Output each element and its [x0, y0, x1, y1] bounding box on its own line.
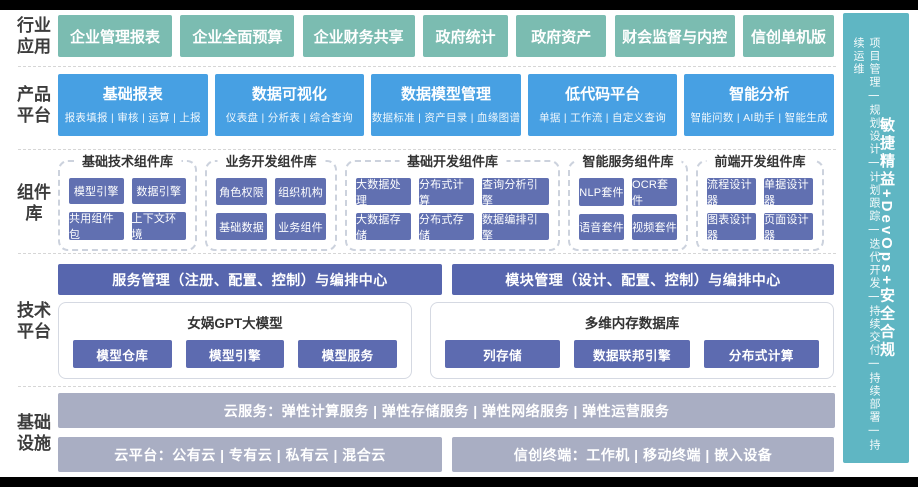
memory-database-title: 多维内存数据库 — [584, 316, 680, 331]
component-grid: NLP套件 OCR套件 语音套件 视频套件 — [579, 178, 677, 240]
product-platform-row: 基础报表 报表填报 | 审核 | 运算 | 上报 数据可视化 仪表盘 | 分析表… — [58, 74, 834, 136]
memory-database-items: 列存储 数据联邦引擎 分布式计算 — [431, 340, 833, 368]
tech-item-box: 模型服务 — [298, 340, 398, 368]
industry-app-box: 财会监督与内控 — [614, 15, 735, 57]
component-group-title: 基础技术组件库 — [73, 152, 182, 171]
component-group: 基础技术组件库 模型引擎 数据引擎 共用组件包 上下文环境 — [58, 152, 197, 251]
component-box: 大数据存储 — [356, 213, 411, 242]
industry-app-box: 企业财务共享 — [302, 15, 415, 57]
component-box: OCR套件 — [632, 178, 677, 207]
product-subtitle: 仪表盘 | 分析表 | 综合查询 — [225, 111, 353, 124]
section-label-product: 产品平台 — [17, 85, 51, 125]
section-label-tech: 技术平台 — [17, 301, 51, 341]
component-box: 分布式存储 — [418, 213, 474, 242]
cloud-platform-bar: 云平台：公有云 | 专有云 | 私有云 | 混合云 — [58, 437, 442, 472]
component-box: 数据编排引擎 — [481, 213, 549, 242]
tech-item-box: 列存储 — [445, 340, 561, 368]
product-box: 数据模型管理 数据标准 | 资产目录 | 血缘图谱 — [371, 74, 521, 136]
component-group: 基础开发组件库 大数据处理 分布式计算 查询分析引擎 大数据存储 分布式存储 数… — [345, 152, 560, 251]
gpt-model-box: 女娲GPT大模型 模型仓库 模型引擎 模型服务 — [58, 302, 412, 379]
product-box: 低代码平台 单据 | 工作流 | 自定义查询 — [527, 74, 678, 136]
product-subtitle: 数据标准 | 资产目录 | 血缘图谱 — [371, 111, 521, 124]
devops-title-vertical-text: 敏捷精益+DevOps+安全合规 — [878, 116, 895, 360]
component-box: 业务组件 — [275, 213, 326, 240]
component-grid: 模型引擎 数据引擎 共用组件包 上下文环境 — [69, 178, 186, 241]
component-group-title: 业务开发组件库 — [217, 152, 325, 171]
component-box: 共用组件包 — [69, 212, 124, 241]
component-box: 视频套件 — [632, 214, 677, 240]
industry-app-box: 企业管理报表 — [58, 15, 172, 57]
top-black-band — [0, 0, 918, 10]
gpt-model-title: 女娲GPT大模型 — [187, 316, 283, 331]
cloud-services-bar: 云服务：弹性计算服务 | 弹性存储服务 | 弹性网络服务 | 弹性运营服务 — [58, 393, 835, 428]
component-group: 智能服务组件库 NLP套件 OCR套件 语音套件 视频套件 — [568, 152, 688, 251]
bottom-black-band — [0, 477, 918, 487]
devops-steps-vertical-text: 项目管理 | 规划设计 | 计划跟踪 | 迭代开发 | 持续交付 | 持续部署 … — [852, 37, 880, 452]
industry-app-box: 政府资产 — [516, 15, 607, 57]
tech-item-box: 数据联邦引擎 — [574, 340, 690, 368]
component-group-title: 前端开发组件库 — [706, 152, 814, 171]
component-box: 语音套件 — [579, 214, 624, 240]
component-box: 分布式计算 — [418, 178, 474, 207]
tech-item-box: 分布式计算 — [703, 340, 819, 368]
product-subtitle: 智能问数 | AI助手 | 智能生成 — [690, 111, 828, 124]
component-box: 基础数据 — [216, 213, 267, 240]
component-group-title: 基础开发组件库 — [398, 152, 507, 171]
component-box: 大数据处理 — [356, 178, 411, 207]
component-group: 前端开发组件库 流程设计器 单据设计器 图表设计器 页面设计器 — [696, 152, 824, 251]
product-title: 智能分析 — [729, 85, 790, 103]
component-group: 业务开发组件库 角色权限 组织机构 基础数据 业务组件 — [205, 152, 337, 251]
component-box: 模型引擎 — [69, 178, 124, 204]
component-grid: 大数据处理 分布式计算 查询分析引擎 大数据存储 分布式存储 数据编排引擎 — [356, 178, 549, 242]
component-grid: 角色权限 组织机构 基础数据 业务组件 — [216, 178, 326, 240]
product-box: 基础报表 报表填报 | 审核 | 运算 | 上报 — [58, 74, 208, 136]
product-title: 基础报表 — [102, 85, 163, 103]
separator-line — [18, 386, 836, 387]
component-library-row: 基础技术组件库 模型引擎 数据引擎 共用组件包 上下文环境 业务开发组件库 角色… — [58, 152, 824, 252]
product-box: 智能分析 智能问数 | AI助手 | 智能生成 — [684, 74, 834, 136]
component-group-title: 智能服务组件库 — [574, 152, 682, 171]
section-label-components: 组件库 — [17, 183, 51, 223]
product-title: 数据可视化 — [251, 85, 327, 103]
product-subtitle: 报表填报 | 审核 | 运算 | 上报 — [64, 111, 201, 124]
component-box: 数据引擎 — [131, 178, 186, 204]
product-title: 低代码平台 — [565, 85, 641, 103]
memory-database-box: 多维内存数据库 列存储 数据联邦引擎 分布式计算 — [430, 302, 834, 379]
component-box: 单据设计器 — [764, 178, 813, 207]
product-subtitle: 单据 | 工作流 | 自定义查询 — [539, 111, 667, 124]
industry-app-box: 企业全面预算 — [180, 15, 295, 57]
component-box: 上下文环境 — [131, 212, 186, 241]
component-box: 页面设计器 — [764, 213, 813, 242]
component-box: 组织机构 — [275, 178, 326, 205]
industry-app-box: 政府统计 — [422, 15, 508, 57]
component-box: 角色权限 — [216, 178, 267, 205]
industry-applications-row: 企业管理报表 企业全面预算 企业财务共享 政府统计 政府资产 财会监督与内控 信… — [58, 15, 834, 57]
product-box: 数据可视化 仪表盘 | 分析表 | 综合查询 — [214, 74, 365, 136]
separator-line — [18, 253, 836, 254]
separator-line — [18, 149, 836, 150]
component-box: 流程设计器 — [707, 178, 756, 207]
component-box: NLP套件 — [579, 178, 624, 206]
component-box: 图表设计器 — [707, 213, 756, 242]
service-management-bar: 服务管理（注册、配置、控制）与编排中心 — [58, 264, 442, 295]
tech-item-box: 模型仓库 — [73, 340, 172, 368]
section-label-industry: 行业应用 — [17, 16, 51, 56]
xinchuang-terminal-bar: 信创终端：工作机 | 移动终端 | 嵌入设备 — [452, 437, 834, 472]
devops-sidebar: 项目管理 | 规划设计 | 计划跟踪 | 迭代开发 | 持续交付 | 持续部署 … — [843, 13, 909, 463]
product-title: 数据模型管理 — [400, 85, 491, 103]
component-box: 查询分析引擎 — [481, 178, 549, 207]
gpt-model-items: 模型仓库 模型引擎 模型服务 — [59, 340, 411, 368]
separator-line — [18, 66, 836, 67]
tech-item-box: 模型引擎 — [185, 340, 285, 368]
component-grid: 流程设计器 单据设计器 图表设计器 页面设计器 — [707, 178, 813, 242]
module-management-bar: 模块管理（设计、配置、控制）与编排中心 — [452, 264, 834, 295]
section-label-infra: 基础设施 — [17, 413, 51, 453]
industry-app-box: 信创单机版 — [742, 15, 834, 57]
